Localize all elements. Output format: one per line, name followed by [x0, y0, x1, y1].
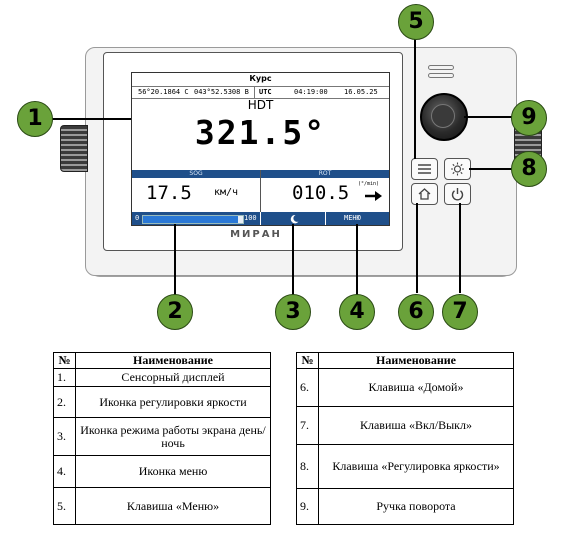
row-name: Ручка поворота [318, 488, 514, 525]
table-row: 2. Иконка регулировки яркости [53, 386, 271, 418]
brightness-max: 100 [244, 214, 257, 222]
bottom-divider-1 [260, 212, 261, 225]
leader-line-2 [174, 224, 176, 296]
arrow-right-icon [365, 191, 382, 201]
callout-6: 6 [398, 294, 434, 330]
table-row: 9. Ручка поворота [296, 488, 514, 525]
header-name: Наименование [75, 352, 271, 369]
longitude: 043°52.5308 В [194, 88, 249, 96]
header-number: № [53, 352, 76, 369]
row-number: 6. [296, 368, 319, 407]
legend-table-right: № Наименование 6. Клавиша «Домой» 7. Кла… [296, 352, 514, 525]
utc-label: UTC [259, 88, 272, 96]
row-number: 5. [53, 487, 76, 525]
power-icon [451, 188, 464, 201]
home-key[interactable] [411, 183, 438, 205]
rot-value: 010.5 [292, 182, 350, 204]
touch-display[interactable]: Курс 56°20.1864 С 043°52.5308 В UTC 04:1… [131, 72, 390, 226]
bottom-bar: 0 100 МЕНЮ [132, 212, 389, 225]
panel-divider [260, 170, 261, 213]
callout-7: 7 [442, 294, 478, 330]
leader-line-3 [292, 224, 294, 296]
menu-key[interactable] [411, 158, 438, 180]
row-number: 2. [53, 386, 76, 418]
position-divider [254, 87, 255, 98]
heading-value: 321.5° [194, 113, 327, 152]
sog-value: 17.5 [146, 182, 192, 204]
sun-icon [451, 162, 464, 176]
menu-icon[interactable]: МЕНЮ [344, 214, 361, 222]
table-row: 6. Клавиша «Домой» [296, 368, 514, 407]
brightness-key[interactable] [444, 158, 471, 180]
left-mount-knob [60, 125, 88, 172]
rotary-knob-cap [431, 104, 455, 128]
position-bar: 56°20.1864 С 043°52.5308 В UTC 04:19:00 … [132, 86, 389, 99]
row-number: 8. [296, 444, 319, 489]
callout-1: 1 [17, 101, 53, 137]
row-number: 4. [53, 455, 76, 488]
row-name: Клавиша «Регулировка яркости» [318, 444, 514, 489]
home-icon [418, 188, 431, 200]
rot-label: ROT [261, 170, 389, 178]
leader-line-9 [464, 116, 512, 118]
row-name: Клавиша «Вкл/Выкл» [318, 406, 514, 445]
utc-time: 04:19:00 [294, 88, 328, 96]
row-number: 1. [53, 368, 76, 387]
callout-8: 8 [511, 151, 547, 187]
leader-line-6 [416, 203, 418, 293]
leader-line-7 [459, 203, 461, 293]
sog-unit: км/ч [214, 187, 239, 198]
brightness-min: 0 [135, 214, 140, 222]
leader-line-4 [356, 224, 358, 296]
row-name: Иконка регулировки яркости [75, 386, 271, 418]
table-row: 5. Клавиша «Меню» [53, 487, 271, 525]
table-header-row: № Наименование [296, 352, 514, 369]
table-row: 4. Иконка меню [53, 455, 271, 488]
row-name: Иконка режима работы экрана день/ночь [75, 417, 271, 456]
row-number: 3. [53, 417, 76, 456]
power-key[interactable] [444, 183, 471, 205]
screen-title: Курс [249, 74, 272, 83]
row-name: Клавиша «Меню» [75, 487, 271, 525]
speaker-grill [428, 65, 454, 79]
sog-label: SOG [132, 170, 260, 178]
header-number: № [296, 352, 319, 369]
callout-2: 2 [157, 294, 193, 330]
legend-table-left: № Наименование 1. Сенсорный дисплей 2. И… [53, 352, 271, 525]
callout-4: 4 [339, 294, 375, 330]
callout-3: 3 [275, 294, 311, 330]
row-name: Сенсорный дисплей [75, 368, 271, 387]
rot-unit: (°/min) [358, 181, 380, 187]
leader-line-1 [51, 118, 131, 120]
leader-line-8 [469, 168, 512, 170]
table-row: 8. Клавиша «Регулировка яркости» [296, 444, 514, 489]
row-number: 7. [296, 406, 319, 445]
leader-line-5 [414, 37, 416, 159]
table-row: 3. Иконка режима работы экрана день/ночь [53, 417, 271, 456]
brand-logo: МИРАН [230, 229, 282, 240]
hdt-label: HDT [247, 98, 274, 112]
header-name: Наименование [318, 352, 514, 369]
date: 16.05.25 [344, 88, 378, 96]
brightness-slider[interactable] [142, 215, 244, 224]
moon-icon[interactable] [289, 214, 299, 224]
row-number: 9. [296, 488, 319, 525]
brightness-fill [143, 216, 238, 223]
callout-9: 9 [511, 100, 547, 136]
hamburger-icon [418, 164, 431, 174]
latitude: 56°20.1864 С [138, 88, 189, 96]
table-row: 7. Клавиша «Вкл/Выкл» [296, 406, 514, 445]
callout-5: 5 [398, 4, 434, 40]
table-header-row: № Наименование [53, 352, 271, 369]
row-name: Клавиша «Домой» [318, 368, 514, 407]
row-name: Иконка меню [75, 455, 271, 488]
table-row: 1. Сенсорный дисплей [53, 368, 271, 387]
bottom-divider-2 [325, 212, 326, 225]
